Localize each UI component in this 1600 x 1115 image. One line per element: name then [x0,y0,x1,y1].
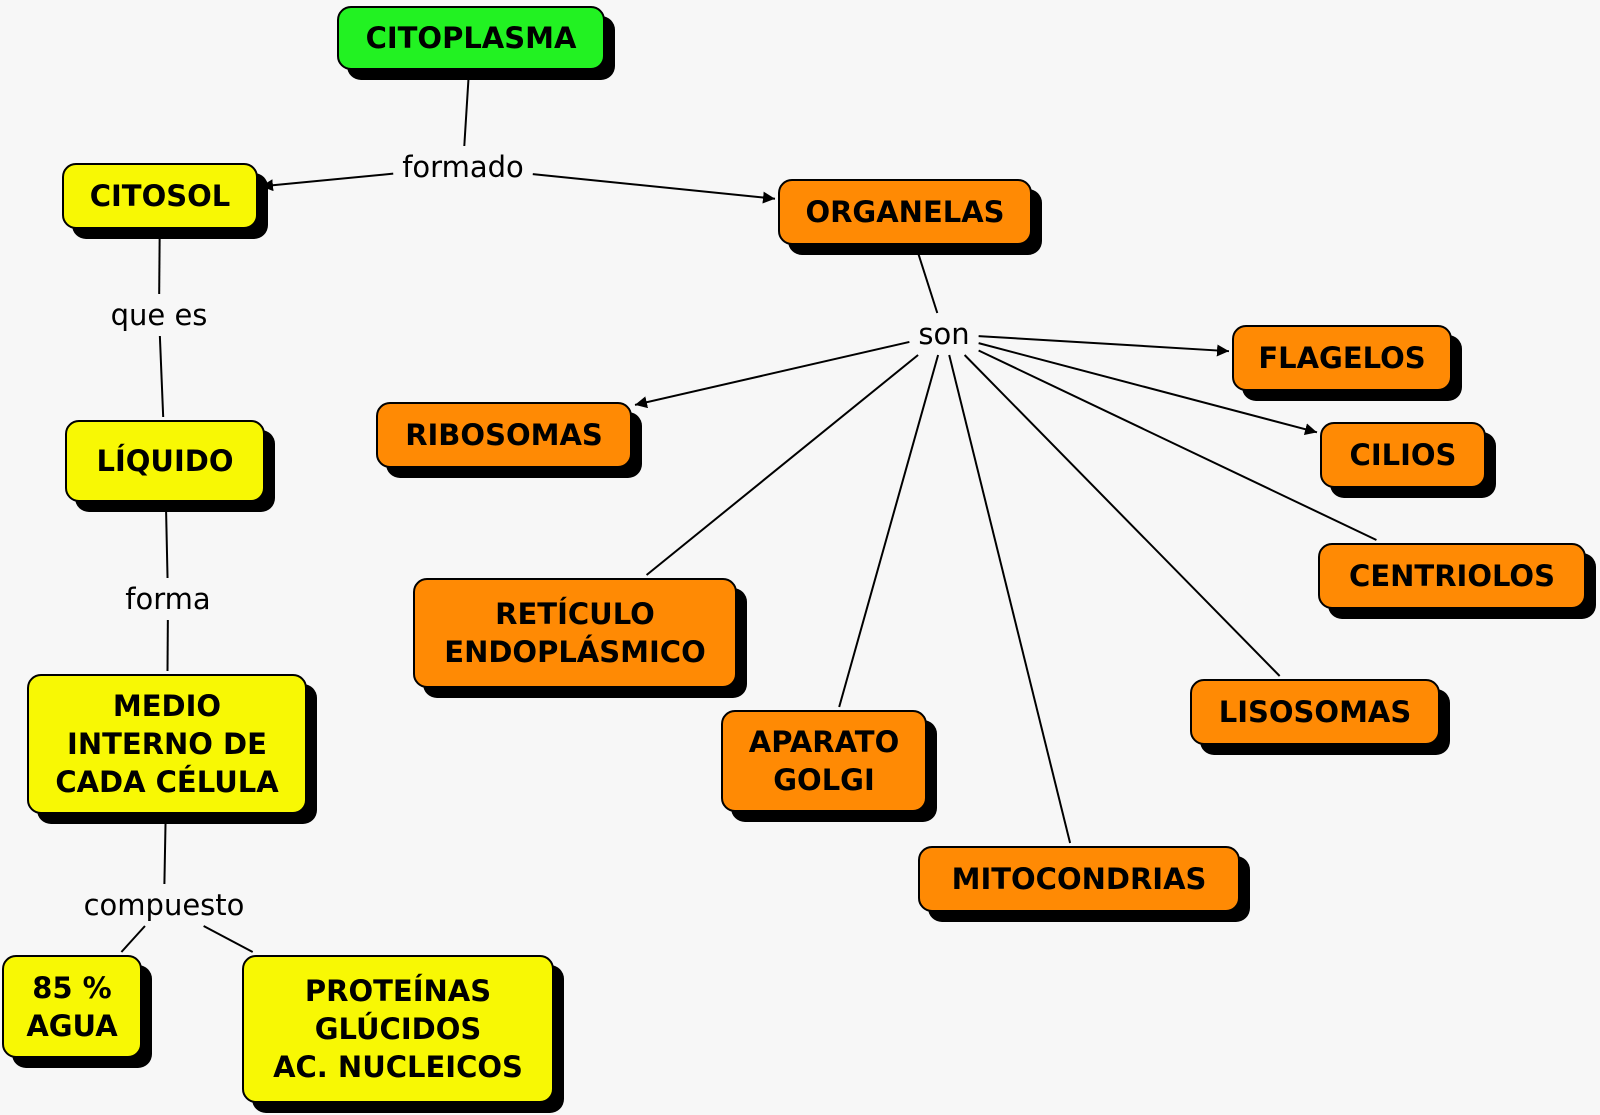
connector-son-reticulo [645,354,919,576]
node-agua: 85 % AGUA [2,955,142,1058]
node-cilios: CILIOS [1320,422,1486,488]
node-citosol: CITOSOL [62,163,258,229]
connector-que_es-liquido [158,335,165,418]
node-organelas: ORGANELAS [778,179,1032,245]
node-centriolos: CENTRIOLOS [1318,543,1586,609]
connector-organelas-son [915,247,939,314]
connector-son-mitocondrias [948,354,1072,844]
connector-liquido-forma [164,504,169,579]
connector-son-aparato [838,354,940,708]
connector-citoplasma-formado [463,72,470,147]
connector-citosol-que_es [158,231,161,295]
node-mitocondrias: MITOCONDRIAS [918,846,1240,912]
node-proteinas: PROTEÍNAS GLÚCIDOS AC. NUCLEICOS [242,955,554,1103]
node-reticulo-endoplasmico: RETÍCULO ENDOPLÁSMICO [413,578,737,688]
link-label-forma: forma [119,581,217,617]
connector-medio-compuesto [163,816,167,885]
node-aparato-golgi: APARATO GOLGI [721,710,927,812]
connector-son-flagelos [978,335,1230,357]
node-lisosomas: LISOSOMAS [1190,679,1440,745]
link-label-formado: formado [396,149,530,185]
connector-son-centriolos [978,349,1377,541]
connector-formado-citosol [260,172,394,192]
link-label-que-es: que es [104,297,214,333]
link-label-compuesto: compuesto [77,887,251,923]
connector-son-lisosomas [963,354,1281,677]
connector-son-cilios [978,342,1318,436]
connector-compuesto-proteinas [203,925,254,953]
connector-formado-organelas [532,173,776,204]
connector-compuesto-agua [120,925,146,953]
node-medio-interno: MEDIO INTERNO DE CADA CÉLULA [27,674,307,814]
node-liquido: LÍQUIDO [65,420,265,502]
node-flagelos: FLAGELOS [1232,325,1452,391]
link-label-son: son [912,316,976,352]
node-citoplasma: CITOPLASMA [337,6,605,70]
node-ribosomas: RIBOSOMAS [376,402,632,468]
connector-son-ribosomas [634,340,910,409]
